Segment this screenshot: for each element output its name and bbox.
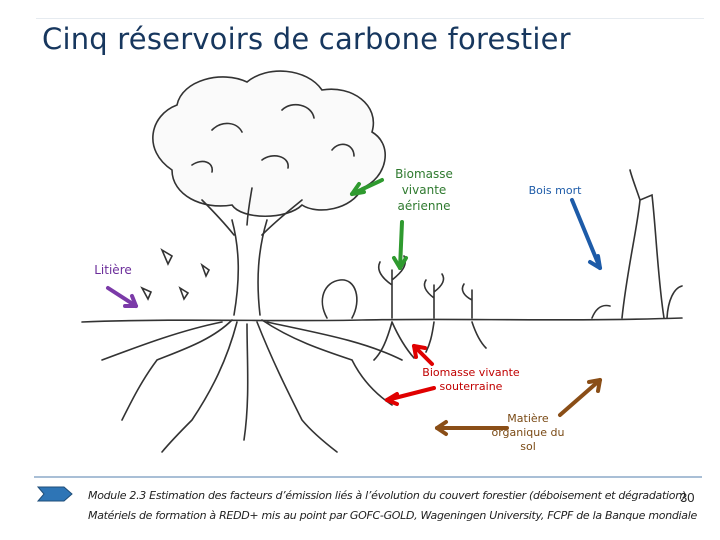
aboveground-label: Biomasse vivante aérienne — [395, 167, 453, 213]
litter-label: Litière — [94, 263, 132, 277]
sapling — [423, 273, 445, 319]
soil-arrow-up — [558, 378, 602, 417]
footer-rule — [34, 476, 702, 478]
belowground-arrow-roots — [385, 386, 436, 402]
soil-label: Matière organique du sol — [491, 412, 565, 453]
tree-trunk — [231, 219, 268, 316]
top-rule — [36, 18, 704, 19]
forest-illustration — [81, 70, 683, 453]
belowground-label: Biomasse vivante souterraine — [422, 366, 520, 393]
chevron-arrow-icon — [36, 486, 73, 502]
slide-title: Cinq réservoirs de carbone forestier — [42, 22, 571, 56]
tree-roots — [101, 319, 403, 453]
deadwood-arrow — [570, 198, 602, 270]
dead-tree — [621, 169, 665, 319]
aboveground-arrow-sapling — [398, 220, 404, 270]
ground-line — [81, 317, 683, 323]
deadwood-label: Bois mort — [528, 184, 582, 197]
dead-stump — [591, 285, 683, 319]
litter-arrow — [106, 286, 138, 308]
footer-credits: Matériels de formation à REDD+ mis au po… — [88, 509, 697, 522]
belowground-arrow — [412, 344, 434, 366]
footer-module: Module 2.3 Estimation des facteurs d’émi… — [88, 489, 686, 502]
falling-leaf — [140, 248, 211, 301]
sapling — [461, 283, 473, 319]
page-number: 30 — [680, 490, 695, 505]
shrub — [321, 279, 358, 319]
